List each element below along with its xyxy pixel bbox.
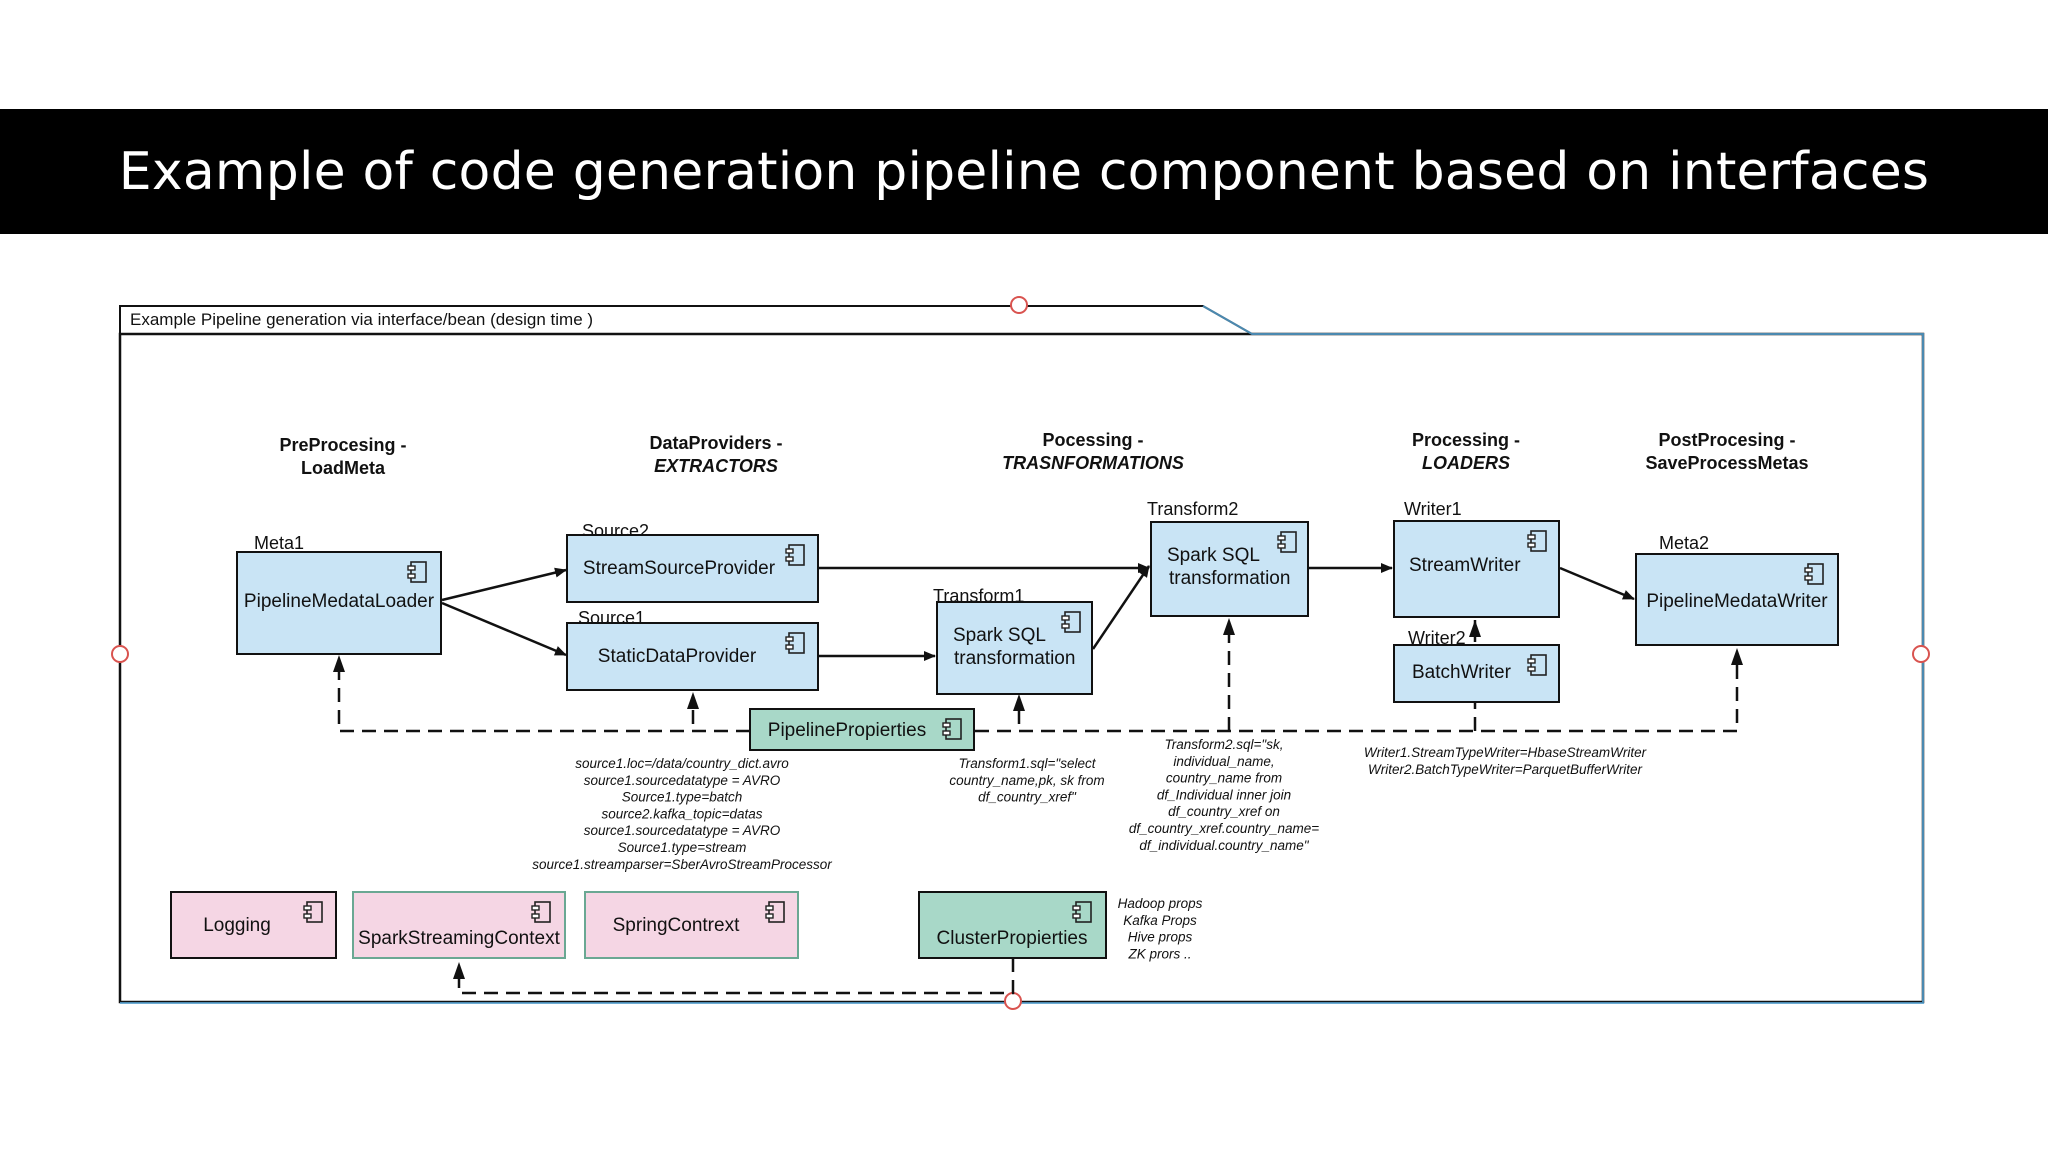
component-transform2[interactable]: Transform2 Spark SQL transformation bbox=[1147, 499, 1309, 617]
note-transform2-line: df_Individual inner join bbox=[1157, 787, 1291, 802]
note-transform1-line: country_name,pk, sk from bbox=[949, 773, 1104, 788]
transform2-line1: Spark SQL bbox=[1167, 545, 1260, 566]
note-writers-line: Writer2.BatchTypeWriter=ParquetBufferWri… bbox=[1368, 762, 1642, 777]
source1-name: StaticDataProvider bbox=[598, 646, 757, 667]
stage-preprocessing-line2: LoadMeta bbox=[301, 458, 386, 478]
stage-dataproviders-line2: EXTRACTORS bbox=[654, 456, 778, 476]
component-writer2[interactable]: Writer2 BatchWriter bbox=[1393, 628, 1560, 703]
note-sources-line: Source1.type=stream bbox=[618, 840, 747, 855]
source1-box[interactable] bbox=[566, 622, 819, 691]
selection-handle-left[interactable] bbox=[111, 645, 129, 663]
stage-postprocessing-line2: SaveProcessMetas bbox=[1645, 453, 1808, 473]
transform1-line1: Spark SQL bbox=[953, 625, 1046, 646]
transform2-line2: transformation bbox=[1169, 568, 1290, 589]
arrowhead-transform1 bbox=[1013, 694, 1025, 711]
transform1-line2: transformation bbox=[954, 648, 1075, 669]
meta2-name: PipelineMedataWriter bbox=[1646, 591, 1828, 612]
meta1-name: PipelineMedataLoader bbox=[244, 591, 435, 612]
note-cluster-line: Hive props bbox=[1128, 930, 1193, 945]
note-cluster-line: ZK prors .. bbox=[1127, 946, 1191, 961]
meta1-tag: Meta1 bbox=[254, 533, 304, 553]
pipeline-props-name: PipelinePropierties bbox=[768, 720, 926, 741]
note-transform1-line: df_country_xref" bbox=[978, 790, 1077, 805]
note-transform2-line: Transform2.sql="sk, bbox=[1165, 737, 1284, 752]
arrowhead-spark-context bbox=[453, 962, 465, 979]
arrowhead-meta2 bbox=[1731, 648, 1743, 665]
selection-handle-right[interactable] bbox=[1912, 645, 1930, 663]
selection-handle-bottom[interactable] bbox=[1004, 992, 1022, 1010]
spark-streaming-context-name: SparkStreamingContext bbox=[358, 928, 560, 949]
arrow-transform1-to-transform2 bbox=[1091, 565, 1151, 650]
stage-dataproviders-line1: DataProviders - bbox=[649, 433, 782, 453]
meta1-box[interactable] bbox=[236, 551, 442, 655]
component-transform1[interactable]: Transform1 Spark SQL transformation bbox=[933, 586, 1093, 695]
component-pipeline-props[interactable]: PipelinePropierties bbox=[749, 708, 975, 751]
cluster-props-name: ClusterPropierties bbox=[937, 928, 1088, 949]
props-to-meta1-line bbox=[337, 661, 750, 733]
writer1-name: StreamWriter bbox=[1409, 555, 1521, 576]
note-transform2-line: country_name from bbox=[1166, 771, 1282, 786]
note-sources-line: source1.loc=/data/country_dict.avro bbox=[575, 756, 789, 771]
note-writers-line: Writer1.StreamTypeWriter=HbaseStreamWrit… bbox=[1364, 745, 1647, 760]
note-cluster-line: Hadoop props bbox=[1118, 896, 1203, 911]
selection-handle-top[interactable] bbox=[1010, 296, 1028, 314]
note-sources-line: source2.kafka_topic=datas bbox=[602, 806, 763, 821]
writer2-tag: Writer2 bbox=[1408, 628, 1466, 648]
component-source1[interactable]: Source1 StaticDataProvider bbox=[566, 608, 819, 691]
component-spring-context[interactable]: SpringContrext bbox=[584, 891, 799, 959]
note-sources-line: source1.sourcedatatype = AVRO bbox=[584, 773, 781, 788]
logging-box[interactable] bbox=[170, 891, 337, 959]
cluster-props-box[interactable] bbox=[918, 891, 1107, 959]
writer1-tag: Writer1 bbox=[1404, 499, 1462, 519]
component-cluster-props[interactable]: ClusterPropierties bbox=[918, 891, 1107, 959]
stage-transformations-line2: TRASNFORMATIONS bbox=[1002, 453, 1184, 473]
stage-transformations-line1: Pocessing - bbox=[1042, 430, 1143, 450]
component-meta1[interactable]: Meta1 PipelineMedataLoader bbox=[236, 533, 442, 655]
frame-selection-highlight bbox=[120, 305, 1924, 1004]
note-sources-line: source1.streamparser=SberAvroStreamProce… bbox=[532, 857, 832, 872]
note-transform2-line: df_country_xref.country_name= bbox=[1129, 821, 1319, 836]
flow-arrows bbox=[441, 563, 1635, 661]
spark-streaming-context-box[interactable] bbox=[352, 891, 566, 959]
meta2-tag: Meta2 bbox=[1659, 533, 1709, 553]
arrow-writer1-to-meta2 bbox=[1559, 566, 1635, 601]
frame-label: Example Pipeline generation via interfac… bbox=[130, 310, 593, 329]
note-transform2-line: df_country_xref on bbox=[1168, 804, 1280, 819]
stage-headers: PreProcesing - LoadMeta DataProviders - … bbox=[279, 430, 1808, 478]
source2-name: StreamSourceProvider bbox=[583, 558, 776, 579]
component-spark-streaming-context[interactable]: SparkStreamingContext bbox=[352, 891, 566, 959]
arrowhead-meta1 bbox=[333, 655, 345, 672]
arrow-meta1-to-source2 bbox=[441, 567, 567, 602]
source2-box[interactable] bbox=[566, 534, 819, 603]
spring-context-name: SpringContrext bbox=[613, 915, 740, 936]
component-writer1[interactable]: Writer1 StreamWriter bbox=[1393, 499, 1560, 618]
arrowhead-transform2 bbox=[1223, 618, 1235, 635]
arrow-meta1-to-source1 bbox=[441, 601, 567, 657]
logging-name: Logging bbox=[203, 915, 271, 936]
stage-postprocessing-line1: PostProcesing - bbox=[1658, 430, 1795, 450]
note-transform2-line: df_individual.country_name" bbox=[1139, 838, 1309, 853]
selection-handles[interactable] bbox=[111, 296, 1930, 1010]
dependency-lines bbox=[337, 626, 1739, 995]
annotation-notes: source1.loc=/data/country_dict.avrosourc… bbox=[532, 737, 1646, 961]
transform2-tag: Transform2 bbox=[1147, 499, 1238, 519]
note-sources-line: source1.sourcedatatype = AVRO bbox=[584, 823, 781, 838]
stage-preprocessing-line1: PreProcesing - bbox=[279, 435, 406, 455]
cluster-to-spark-context-line bbox=[457, 958, 1015, 995]
stage-loaders-line1: Processing - bbox=[1412, 430, 1520, 450]
note-transform1-line: Transform1.sql="select bbox=[959, 756, 1097, 771]
slide-title: Example of code generation pipeline comp… bbox=[0, 109, 2048, 234]
note-transform2-line: individual_name, bbox=[1173, 754, 1274, 769]
note-cluster-line: Kafka Props bbox=[1123, 913, 1197, 928]
stage-loaders-line2: LOADERS bbox=[1422, 453, 1510, 473]
writer2-name: BatchWriter bbox=[1412, 662, 1512, 683]
pipeline-props-box[interactable] bbox=[749, 708, 975, 751]
note-sources-line: Source1.type=batch bbox=[622, 790, 742, 805]
component-meta2[interactable]: Meta2 PipelineMedataWriter bbox=[1635, 533, 1839, 646]
spring-context-box[interactable] bbox=[584, 891, 799, 959]
component-logging[interactable]: Logging bbox=[170, 891, 337, 959]
component-source2[interactable]: Source2 StreamSourceProvider bbox=[566, 521, 819, 603]
arrowhead-source1 bbox=[687, 692, 699, 709]
